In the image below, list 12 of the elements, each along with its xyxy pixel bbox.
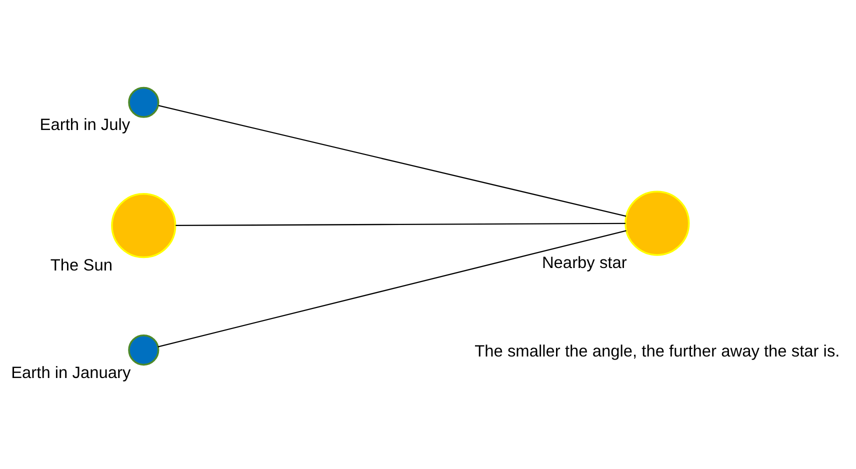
node-circle (128, 86, 160, 118)
node-label: Earth in July (40, 116, 130, 134)
connector (158, 104, 626, 216)
node-label: Earth in January (11, 363, 131, 382)
node-circle (128, 334, 160, 366)
label: The smaller the angle, the further away the star is. (474, 342, 840, 360)
node-circle (111, 192, 176, 258)
node-circle (624, 190, 690, 256)
connector (158, 230, 626, 347)
node-label: The Sun (50, 256, 112, 274)
connector (176, 222, 626, 226)
node-label: Nearby star (542, 254, 627, 272)
